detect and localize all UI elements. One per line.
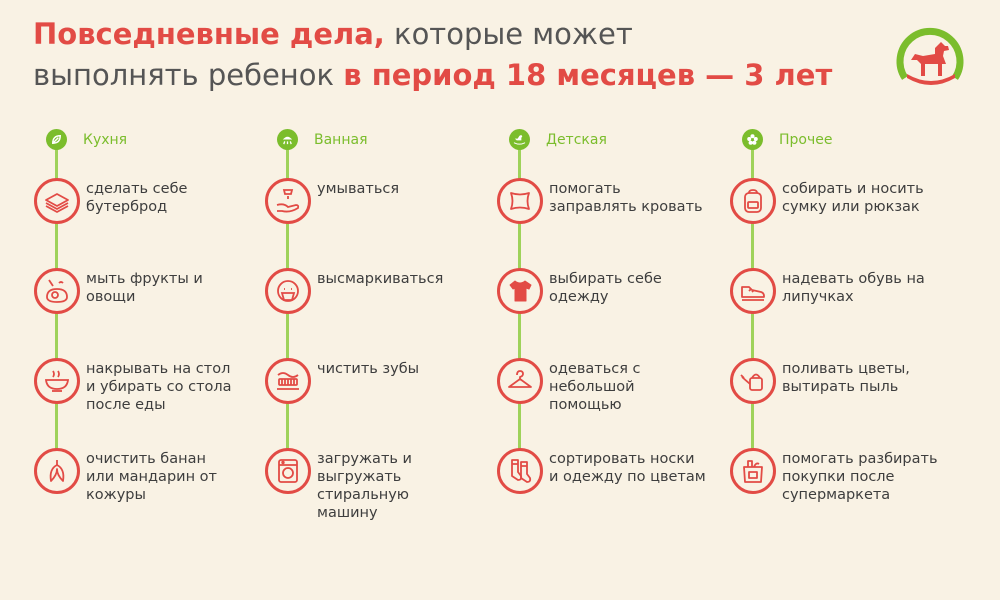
task-text: и одежду по цветам <box>549 469 706 485</box>
washing-hand-icon <box>265 178 311 224</box>
task-text: супермаркета <box>782 487 891 503</box>
category-label: Прочее <box>779 132 833 148</box>
tshirt-icon <box>497 268 543 314</box>
watering-can-icon <box>730 358 776 404</box>
title-accent-2: в период 18 месяцев — 3 лет <box>343 58 833 92</box>
task-text: высмаркиваться <box>317 271 444 287</box>
category-label: Детская <box>546 132 607 148</box>
blowing-nose-icon <box>265 268 311 314</box>
task-text: накрывать на стол <box>86 361 231 377</box>
sneaker-icon <box>730 268 776 314</box>
timeline-line <box>286 148 289 490</box>
task-text: помощью <box>549 397 622 413</box>
grocery-bag-icon <box>730 448 776 494</box>
task-text: умываться <box>317 181 400 197</box>
sandwich-icon <box>34 178 80 224</box>
task-text: собирать и носить <box>782 181 924 197</box>
task-text: после еды <box>86 397 166 413</box>
task-text: мыть фрукты и <box>86 271 203 287</box>
task-text: чистить зубы <box>317 361 420 377</box>
title-text-2: выполнять ребенок <box>33 58 344 92</box>
column-other: Прочее собирать и носить сумку или рюкза… <box>729 126 959 546</box>
column-bathroom: Ванная умываться высмаркиваться чистить … <box>264 126 494 546</box>
task-text: овощи <box>86 289 136 305</box>
task-text: бутерброд <box>86 199 168 215</box>
task-text: одежду <box>549 289 609 305</box>
banana-icon <box>34 448 80 494</box>
task-text: липучках <box>782 289 854 305</box>
category-label: Ванная <box>314 132 368 148</box>
fruit-washing-icon <box>34 268 80 314</box>
task-text: машину <box>317 505 378 521</box>
task-text: стиральную <box>317 487 410 503</box>
toothbrush-icon <box>265 358 311 404</box>
backpack-icon <box>730 178 776 224</box>
task-text: выгружать <box>317 469 402 485</box>
task-text: загружать и <box>317 451 412 467</box>
column-nursery: Детская помогать заправлять кровать выби… <box>496 126 726 546</box>
task-text: заправлять кровать <box>549 199 703 215</box>
task-text: сортировать носки <box>549 451 695 467</box>
timeline-line <box>55 148 58 490</box>
task-text: одеваться с <box>549 361 641 377</box>
title-accent-1: Повседневные дела, <box>33 17 385 51</box>
task-text: сумку или рюкзак <box>782 199 920 215</box>
task-text: сделать себе <box>86 181 188 197</box>
hanger-icon <box>497 358 543 404</box>
rocking-horse-icon <box>896 27 964 85</box>
rocking-horse-icon <box>509 129 530 150</box>
timeline-line <box>518 148 521 490</box>
pillow-icon <box>497 178 543 224</box>
task-text: покупки после <box>782 469 895 485</box>
page-title: Повседневные дела, которые может выполня… <box>33 14 913 96</box>
bowl-icon <box>34 358 80 404</box>
task-text: или мандарин от <box>86 469 217 485</box>
shower-icon <box>277 129 298 150</box>
flower-icon <box>742 129 763 150</box>
socks-icon <box>497 448 543 494</box>
timeline-line <box>751 148 754 490</box>
task-text: надевать обувь на <box>782 271 925 287</box>
title-text-1: которые может <box>384 17 633 51</box>
category-label: Кухня <box>83 132 128 148</box>
task-text: небольшой <box>549 379 635 395</box>
column-kitchen: Кухня сделать себе бутерброд мыть фрукты… <box>33 126 263 546</box>
task-text: помогать <box>549 181 621 197</box>
task-text: и убирать со стола <box>86 379 232 395</box>
task-text: помогать разбирать <box>782 451 938 467</box>
task-text: вытирать пыль <box>782 379 899 395</box>
task-text: очистить банан <box>86 451 206 467</box>
washing-machine-icon <box>265 448 311 494</box>
leaf-icon <box>46 129 67 150</box>
task-text: поливать цветы, <box>782 361 910 377</box>
task-text: кожуры <box>86 487 146 503</box>
task-text: выбирать себе <box>549 271 662 287</box>
